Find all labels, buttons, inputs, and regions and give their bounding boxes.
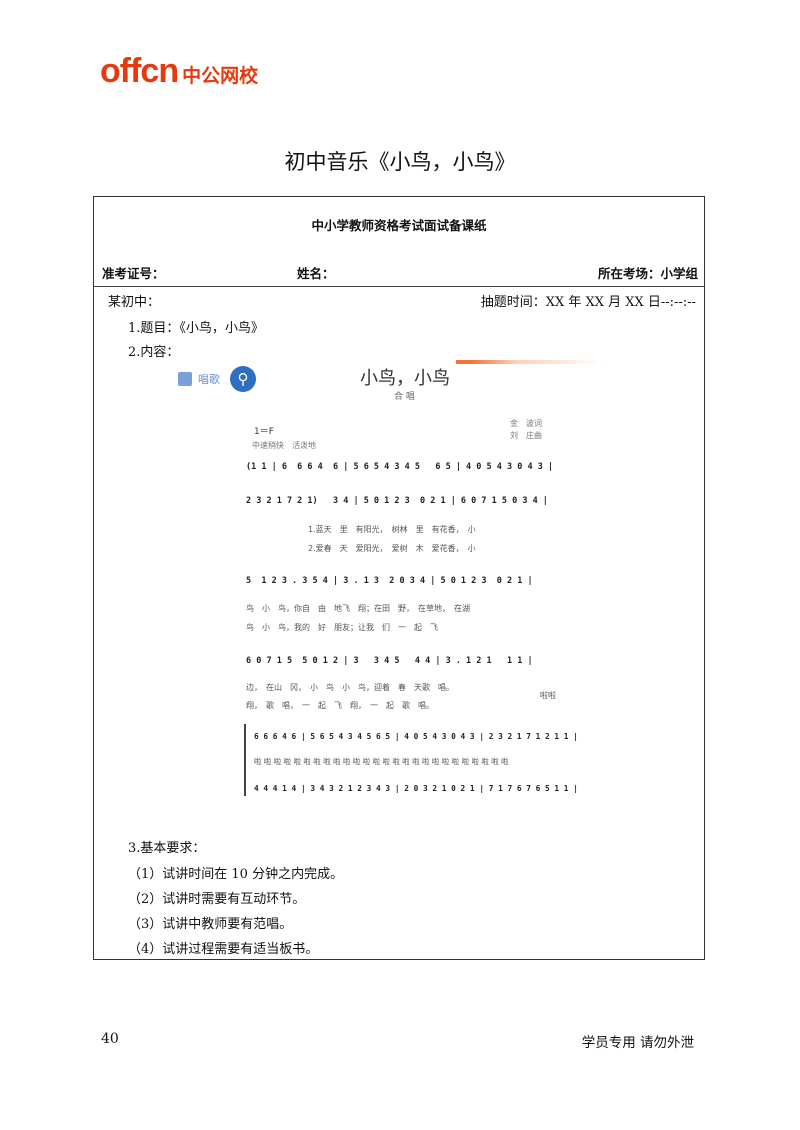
sheet-heading: 中小学教师资格考试面试备课纸 <box>311 218 487 233</box>
requirements-title: 3.基本要求： <box>128 841 206 856</box>
name-label: 姓名： <box>297 266 335 281</box>
divider <box>94 286 704 287</box>
lyric-line: 翔， 歌 唱， 一 起 飞 翔， 一 起 歌 唱。 <box>246 701 434 710</box>
requirement-item: （1）试讲时间在 10 分钟之内完成。 <box>128 867 344 882</box>
lyric-line: 啦 啦 啦 啦 啦 啦 啦 啦 啦 啦 啦 啦 啦 啦 啦 啦 啦 啦 啦 啦 … <box>254 757 509 766</box>
score-image: 唱歌 ⚲ 小鸟，小鸟 合 唱 1＝F 中速稍快 活泼地 金 波词 刘 庄曲 (1… <box>176 360 616 820</box>
logo-chinese: 中公网校 <box>182 65 259 87</box>
topic-line: 1.题目：《小鸟，小鸟》 <box>128 321 264 336</box>
score-title: 小鸟，小鸟 <box>360 368 450 389</box>
score-row: 5 1 2 3 . 3 5 4 | 3 . 1 3 2 0 3 4 | 5 0 … <box>246 576 533 586</box>
school-label: 某初中： <box>108 295 161 310</box>
magnifier-icon: ⚲ <box>230 366 256 392</box>
exam-site-label: 所在考场：小学组 <box>597 266 698 281</box>
lesson-prep-sheet: 中小学教师资格考试面试备课纸 准考证号： 姓名： 所在考场：小学组 某初中： 抽… <box>93 196 705 960</box>
score-row: (1 1 | 6 6 6 4 6 | 5 6 5 4 3 4 5 6 5 | 4… <box>246 462 554 472</box>
draw-time: 抽题时间：XX 年 XX 月 XX 日--:--:-- <box>480 295 696 310</box>
sing-badge: 唱歌 ⚲ <box>178 366 258 392</box>
logo: offcn 中公网校 <box>100 52 259 90</box>
lyric-line: 鸟 小 鸟，你自 由 地飞 翔；在田 野， 在草地， 在湖 <box>246 604 470 613</box>
score-row: 4 4 4 1 4 | 3 4 3 2 1 2 3 4 3 | 2 0 3 2 … <box>254 784 578 793</box>
content-label: 2.内容： <box>128 345 180 360</box>
score-subtitle: 合 唱 <box>394 392 415 402</box>
score-row: 6 0 7 1 5 5 0 1 2 | 3 3 4 5 4 4 | 3 . 1 … <box>246 656 533 666</box>
tempo-marking: 中速稍快 活泼地 <box>252 441 316 450</box>
score-row: 6 6 6 4 6 | 5 6 5 4 3 4 5 6 5 | 4 0 5 4 … <box>254 732 578 741</box>
requirement-item: （4）试讲过程需要有适当板书。 <box>128 942 319 957</box>
exam-id-label: 准考证号： <box>102 266 165 281</box>
key-signature: 1＝F <box>254 427 274 437</box>
requirement-item: （2）试讲时需要有互动环节。 <box>128 892 306 907</box>
score-row: 2 3 2 1 7 2 1) 3 4 | 5 0 1 2 3 0 2 1 | 6… <box>246 496 548 506</box>
lyric-line: 2.爱春 天 爱阳光， 爱树 木 爱花香， 小 <box>308 544 476 553</box>
confidential-notice: 学员专用 请勿外泄 <box>581 1035 694 1051</box>
orange-strip <box>456 360 606 364</box>
lyric-line: 1.蓝天 里 有阳光， 树林 里 有花香， 小 <box>308 525 476 534</box>
lyric-line: 边， 在山 冈， 小 鸟 小 鸟，迎着 春 天歌 唱。 <box>246 683 454 692</box>
tail-syllable: 啦啦 <box>540 691 556 700</box>
lyric-line: 鸟 小 鸟，我的 好 朋友；让我 们 一 起 飞 <box>246 623 438 632</box>
composer-credit: 刘 庄曲 <box>510 431 542 440</box>
logo-wordmark: offcn <box>100 52 179 90</box>
system-bracket <box>244 724 249 796</box>
page-title: 初中音乐《小鸟，小鸟》 <box>284 150 516 174</box>
lyricist-credit: 金 波词 <box>510 419 542 428</box>
requirement-item: （3）试讲中教师要有范唱。 <box>128 917 293 932</box>
page-number: 40 <box>101 1031 119 1047</box>
